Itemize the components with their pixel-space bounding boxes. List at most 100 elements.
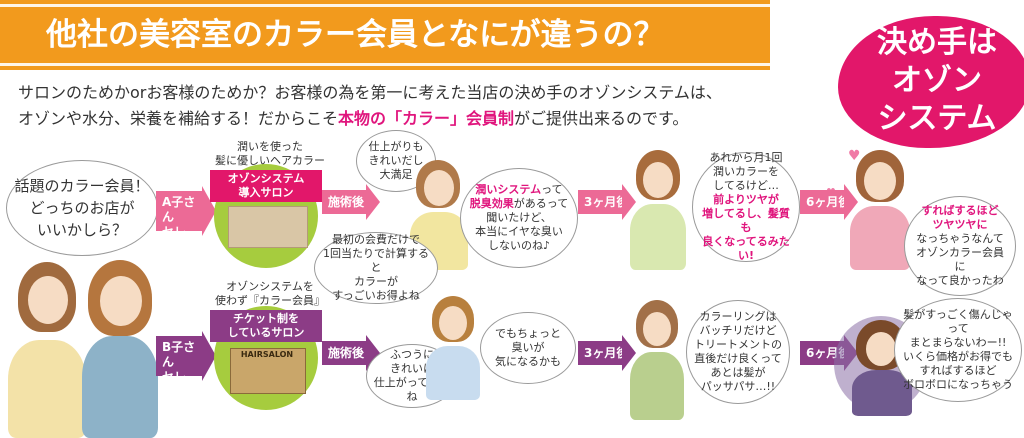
b-salon-caption: オゾンシステムを 使わず『カラー会員』 xyxy=(210,280,330,308)
b-bubble4-line-2: まとまらないわー!! xyxy=(909,336,1007,349)
b-bubble2-line-2: 臭いが xyxy=(511,341,545,354)
b-arrow1-label: 施術後 xyxy=(328,346,365,360)
a-bubble2-pink-1: 潤いシステム xyxy=(475,183,542,196)
a-bubble2-text-1: って xyxy=(541,183,563,196)
b-salon-storefront xyxy=(230,348,306,394)
b-bubble1-line-2: きれいに xyxy=(390,362,434,375)
cost-line-4: すっごいお得よね xyxy=(332,289,420,302)
a-bubble3-line-5: 増してるし、髪質も xyxy=(702,207,790,234)
a-tag-line-1: オゾンシステム xyxy=(227,172,305,185)
b-select-arrow: B子さん セレクト xyxy=(156,336,202,399)
a-arrow-6months: 6ヶ月後 xyxy=(800,184,858,220)
b-bubble1-line-1: ふつうに xyxy=(390,348,434,361)
b-bubble2-line-1: でもちょっと xyxy=(495,327,561,340)
intro-highlight: 本物の「カラー」会員制 xyxy=(338,109,515,128)
start-bubble-line-1: 話題のカラー会員！ xyxy=(14,177,150,195)
b-caption-line-2: 使わず『カラー会員』 xyxy=(215,294,325,307)
a-bubble4-line-5: なって良かったわ xyxy=(916,274,1004,287)
a-bubble1-line-2: きれいだし xyxy=(368,154,424,167)
a-bubble3-line-2: 潤いカラーを xyxy=(713,165,779,178)
a-woman-after-treatment xyxy=(410,160,470,270)
a-bubble2-line-1: 潤いシステムって xyxy=(470,183,568,197)
a-tag-line-2: 導入サロン xyxy=(238,186,294,199)
a-bubble2-pink-2: 脱臭効果 xyxy=(469,197,514,210)
a-bubble3-line-4: 前よりツヤが xyxy=(713,193,779,206)
cost-bubble: 最初の会費だけで 1回当たりで計算すると カラーが すっごいお得よね xyxy=(314,232,438,304)
b-bubble4-line-4: すればするほど xyxy=(919,364,997,377)
a-select-line-2: セレクト xyxy=(162,225,187,254)
a-salon-photo xyxy=(228,206,308,248)
a-salon-tag-bg xyxy=(210,170,322,202)
a-bubble3-line-3: してるけど… xyxy=(713,179,779,192)
a-bubble2-line-2: 脱臭効果があるって xyxy=(470,197,568,211)
b-caption-line-1: オゾンシステムを xyxy=(226,280,314,293)
cost-line-1: 最初の会費だけで xyxy=(332,233,420,246)
a-bubble1-line-3: 大満足 xyxy=(379,168,413,181)
b-bubble3-line-2: バッチリだけど xyxy=(699,324,777,337)
badge-line-2: オゾン xyxy=(892,63,982,98)
intro-line-2-pre: オゾンや水分、栄養を補給する！だからこそ xyxy=(18,109,339,128)
a-bubble2-line-3: 聞いたけど、 xyxy=(486,211,552,224)
b-select-line-1: B子さん xyxy=(162,340,196,369)
a-bubble4-line-2: ツヤツヤに xyxy=(932,218,988,231)
a-bubble1-line-1: 仕上がりも xyxy=(368,140,424,153)
a-bubble-3months: あれから月1回 潤いカラーを してるけど… 前よりツヤが 増してるし、髪質も 良… xyxy=(692,151,800,262)
b-bubble4-line-5: ボロボロになっちゃう xyxy=(903,378,1013,391)
start-bubble-line-2: どっちのお店が xyxy=(29,199,135,217)
a-woman-6months xyxy=(850,150,912,270)
b-arrow-3months: 3ヶ月後 xyxy=(578,335,636,371)
b-bubble-smell: でもちょっと 臭いが 気になるかも xyxy=(480,312,576,384)
ozone-badge-text: 決め手は オゾン システム xyxy=(842,24,1024,138)
a-arrow-after-treatment: 施術後 xyxy=(322,184,380,220)
b-bubble-3months: カラーリングは バッチリだけど トリートメントの 直後だけ良くって あとは髪が … xyxy=(686,300,790,404)
a-bubble3-line-6: 良くなってるみたい! xyxy=(702,235,790,262)
badge-line-3: システム xyxy=(877,101,997,136)
b-bubble3-line-4: 直後だけ良くって xyxy=(694,352,782,365)
b-bubble4-line-1: 髪がすっごく傷んじゃって xyxy=(903,308,1013,335)
b-woman-after-treatment xyxy=(426,296,482,400)
badge-line-1: 決め手は xyxy=(877,25,997,60)
a-salon-caption: 潤いを使った 髪に優しいヘアカラー xyxy=(210,140,330,168)
b-salon-tag: チケット制を しているサロン xyxy=(210,312,322,340)
a-select-line-1: A子さん xyxy=(162,195,196,224)
b-bubble3-line-6: パッサパサ…!! xyxy=(700,380,776,393)
intro-line-2-post: がご提供出来るのです。 xyxy=(514,109,689,128)
b-bubble3-line-3: トリートメントの xyxy=(694,338,782,351)
start-bubble-line-3: いいかしら？ xyxy=(36,221,127,239)
a-bubble4-line-1: すればするほど xyxy=(921,204,999,217)
b-bubble3-line-1: カラーリングは xyxy=(699,310,777,323)
b-arrow-after-treatment: 施術後 xyxy=(322,335,380,371)
b-bubble4-line-3: いくら価格がお得でも xyxy=(903,350,1013,363)
b-salon-sign: HAIRSALON xyxy=(240,350,294,359)
a-arrow1-label: 施術後 xyxy=(328,195,365,209)
a-select-arrow: A子さん セレクト xyxy=(156,191,202,254)
a-caption-line-2: 髪に優しいヘアカラー xyxy=(215,154,325,167)
heart-icon: ♥ xyxy=(848,148,861,164)
a-bubble3-line-1: あれから月1回 xyxy=(709,151,783,164)
a-bubble-deodorize: 潤いシステムって 脱臭効果があるって 聞いたけど、 本当にイヤな臭い しないのね… xyxy=(460,168,578,268)
b-arrow2-label: 3ヶ月後 xyxy=(584,346,629,360)
intro-text: サロンのためかorお客様のためか？お客様の為を第一に考えた当店の決め手のオゾンシ… xyxy=(18,80,798,132)
b-select-line-2: セレクト xyxy=(162,370,187,399)
page-title: 他社の美容室のカラー会員となにが違うの？ xyxy=(46,17,665,53)
a-bubble-6months: すればするほど ツヤツヤに なっちゃうなんて オゾンカラー会員に なって良かった… xyxy=(904,196,1016,296)
two-women-illustration xyxy=(8,258,158,438)
a-bubble-result: 仕上がりも きれいだし 大満足 xyxy=(356,130,436,192)
a-bubble2-text-2: があるって xyxy=(513,197,569,210)
a-salon-tag: オゾンシステム 導入サロン xyxy=(210,172,322,200)
a-arrow-3months: 3ヶ月後 xyxy=(578,184,636,220)
intro-line-2: オゾンや水分、栄養を補給する！だからこそ本物の「カラー」会員制がご提供出来るので… xyxy=(18,106,798,132)
a-arrow3-label: 6ヶ月後 xyxy=(806,195,851,209)
a-woman-3months xyxy=(630,150,688,270)
b-bubble2-line-3: 気になるかも xyxy=(495,355,561,368)
b-select-arrowhead xyxy=(202,331,216,381)
b-woman-3months xyxy=(630,300,686,420)
cost-line-3: カラーが xyxy=(354,275,398,288)
a-caption-line-1: 潤いを使った xyxy=(237,140,303,153)
cost-line-2: 1回当たりで計算すると xyxy=(323,247,429,274)
b-salon-tag-bg xyxy=(210,310,322,342)
ozone-badge xyxy=(838,16,1024,148)
b-tag-line-2: しているサロン xyxy=(227,326,305,339)
a-bubble4-line-4: オゾンカラー会員に xyxy=(916,246,1004,273)
b-tag-line-1: チケット制を xyxy=(233,312,299,325)
